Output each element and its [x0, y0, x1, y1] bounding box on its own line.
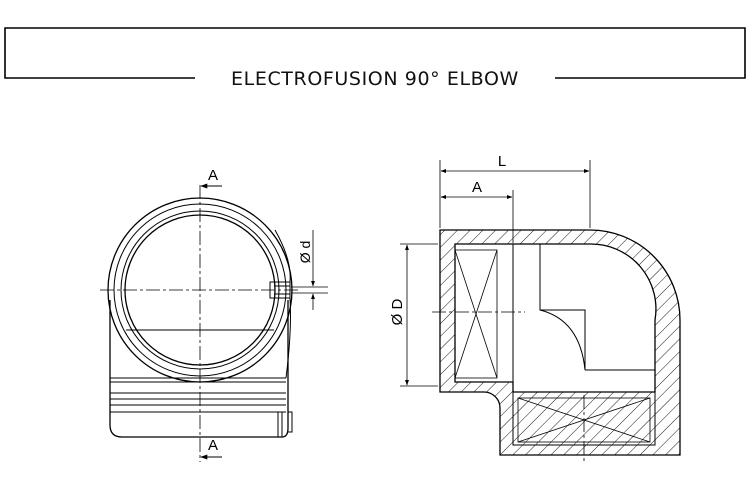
pin-diameter-label: Ø d	[297, 241, 313, 264]
heating-zone-upper	[454, 249, 498, 379]
pin-diameter-dimension	[291, 230, 328, 310]
drawing-title: ELECTROFUSION 90° ELBOW	[231, 68, 519, 90]
socket-depth-dimension	[440, 190, 514, 243]
bore-diameter-dimension	[400, 243, 438, 387]
elbow-wall-section	[439, 229, 681, 456]
side-view-centerlines	[100, 185, 300, 462]
length-dimension	[439, 160, 591, 228]
bore-diameter-label: Ø D	[389, 299, 406, 326]
title-frame	[4, 27, 746, 79]
elbow-body-outline	[109, 300, 289, 438]
section-label-bottom: A	[208, 437, 218, 454]
section-label-top: A	[208, 167, 218, 184]
length-label: L	[498, 153, 506, 170]
section-view	[432, 229, 681, 462]
socket-depth-label: A	[472, 179, 482, 196]
